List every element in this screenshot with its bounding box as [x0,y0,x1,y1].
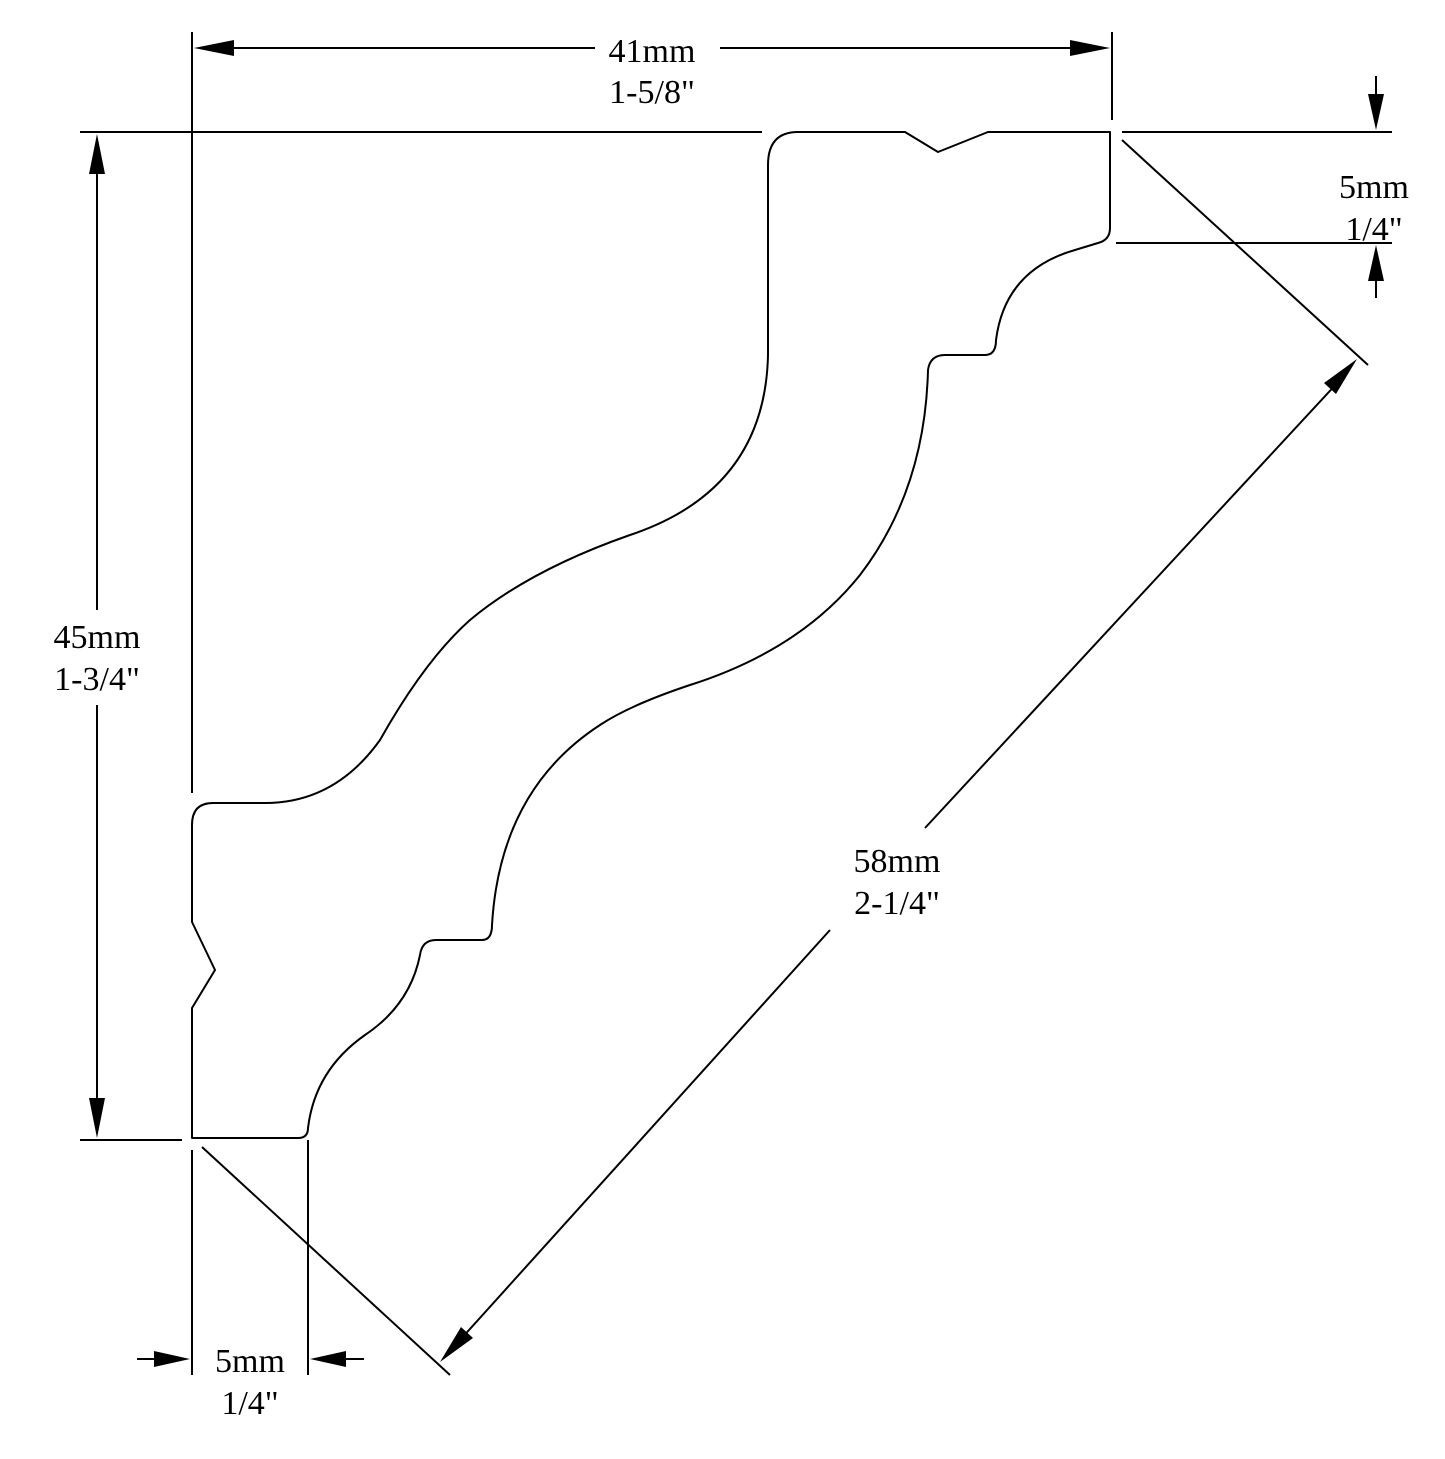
extension-line-diagonal-upper [1121,139,1369,366]
dim-step-right-imperial: 1/4" [1345,211,1402,248]
moulding-profile-outline [191,131,1111,1139]
dim-line-diagonal-upper [924,379,1341,829]
arrow-diagonal-lower [440,1327,473,1362]
dim-step-right-metric: 5mm [1339,169,1409,206]
dim-line-diagonal-lower [459,929,831,1341]
dim-top-metric: 41mm [609,33,696,70]
dim-top-imperial: 1-5/8" [609,74,695,111]
arrow-top-left [194,40,234,56]
arrow-step-right-bottom [1368,245,1384,281]
arrow-top-right [1070,40,1110,56]
arrow-step-right-top [1368,94,1384,130]
arrow-step-bottom-right [310,1351,346,1367]
arrow-left-bottom [89,1098,105,1138]
dim-left-imperial: 1-3/4" [54,661,140,698]
dim-left-metric: 45mm [54,619,141,656]
dim-diagonal-metric: 58mm [854,843,941,880]
dim-step-bottom-imperial: 1/4" [221,1385,278,1422]
dim-step-bottom-metric: 5mm [215,1343,285,1380]
extension-line-diagonal-lower [201,1146,451,1376]
arrow-step-bottom-left [154,1351,190,1367]
dim-diagonal-imperial: 2-1/4" [854,885,940,922]
arrow-diagonal-upper [1324,359,1357,394]
arrow-left-top [89,134,105,174]
